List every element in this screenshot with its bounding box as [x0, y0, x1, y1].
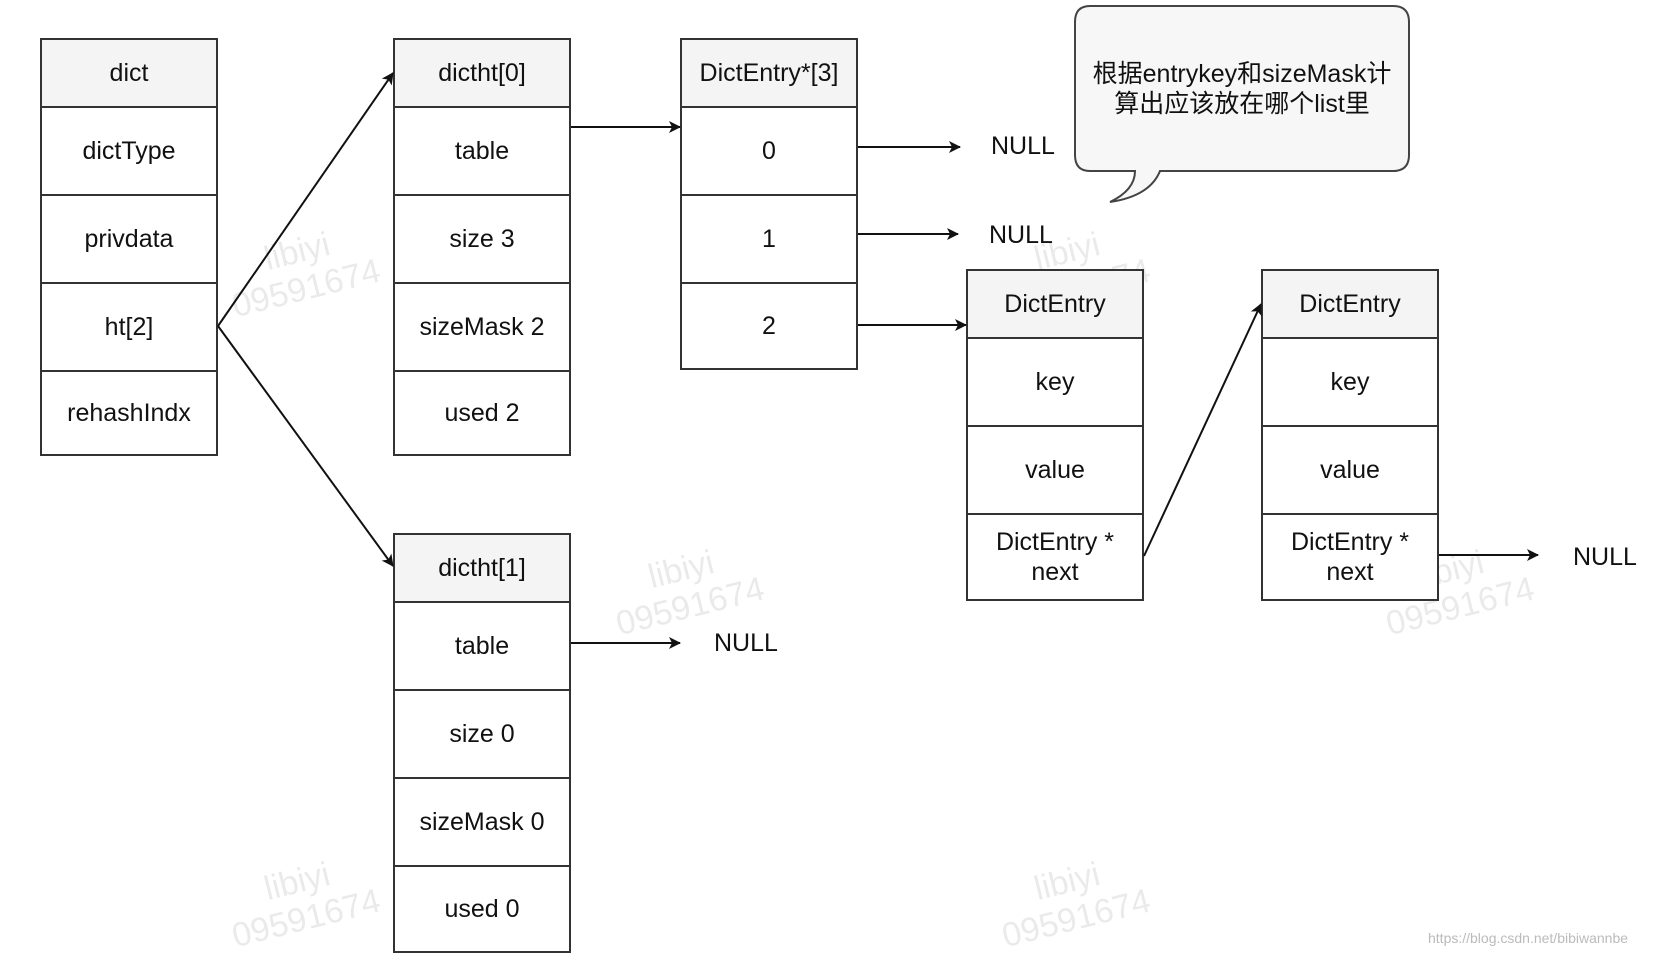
table-array-title: DictEntry*[3] — [682, 40, 856, 106]
dictentry-2-next: DictEntry * next — [1263, 513, 1437, 599]
arrow-ht-to-dictht1 — [217, 325, 394, 567]
dictentry-1-value: value — [968, 425, 1142, 513]
null-label-slot0: NULL — [991, 132, 1055, 160]
table-slot-0: 0 — [682, 106, 856, 194]
dict-struct: dict dictType privdata ht[2] rehashIndx — [40, 38, 218, 456]
dictentry-1-key: key — [968, 337, 1142, 425]
dict-field-ht: ht[2] — [42, 282, 216, 370]
dictht0-field-used: used 2 — [395, 370, 569, 454]
null-label-slot1: NULL — [989, 221, 1053, 249]
dict-struct-title: dict — [42, 40, 216, 106]
dict-field-privdata: privdata — [42, 194, 216, 282]
null-label-ht1-table: NULL — [714, 629, 778, 657]
watermark: libiyi 09591674 — [998, 855, 1155, 956]
dictentry-1-next: DictEntry * next — [968, 513, 1142, 599]
watermark: libiyi 09591674 — [612, 543, 769, 644]
table-slot-1: 1 — [682, 194, 856, 282]
watermark: libiyi 09591674 — [228, 855, 385, 956]
dictht1-field-sizemask: sizeMask 0 — [395, 777, 569, 865]
dictht1-title: dictht[1] — [395, 535, 569, 601]
dictht1-field-used: used 0 — [395, 865, 569, 951]
dictht0-field-table: table — [395, 106, 569, 194]
dictht0-field-sizemask: sizeMask 2 — [395, 282, 569, 370]
dictentry-2-value: value — [1263, 425, 1437, 513]
dictentry-1-title: DictEntry — [968, 271, 1142, 337]
dictht0-field-size: size 3 — [395, 194, 569, 282]
dictht0-struct: dictht[0] table size 3 sizeMask 2 used 2 — [393, 38, 571, 456]
dict-field-dicttype: dictType — [42, 106, 216, 194]
dict-field-rehashindx: rehashIndx — [42, 370, 216, 454]
dictentry-2-key: key — [1263, 337, 1437, 425]
null-label-entry2-next: NULL — [1573, 543, 1637, 571]
dictht0-title: dictht[0] — [395, 40, 569, 106]
table-array: DictEntry*[3] 0 1 2 — [680, 38, 858, 370]
dictht1-struct: dictht[1] table size 0 sizeMask 0 used 0 — [393, 533, 571, 953]
dictentry-1: DictEntry key value DictEntry * next — [966, 269, 1144, 601]
callout-text: 根据entrykey和sizeMask计算出应该放在哪个list里 — [1092, 59, 1392, 118]
dictentry-2-title: DictEntry — [1263, 271, 1437, 337]
dictht1-field-size: size 0 — [395, 689, 569, 777]
credit-watermark: https://blog.csdn.net/bibiwannbe — [1428, 930, 1629, 946]
watermark: libiyi 09591674 — [228, 225, 385, 326]
arrow-entry1-next-to-entry2 — [1143, 303, 1262, 557]
dictentry-2: DictEntry key value DictEntry * next — [1261, 269, 1439, 601]
table-slot-2: 2 — [682, 282, 856, 368]
dictht1-field-table: table — [395, 601, 569, 689]
